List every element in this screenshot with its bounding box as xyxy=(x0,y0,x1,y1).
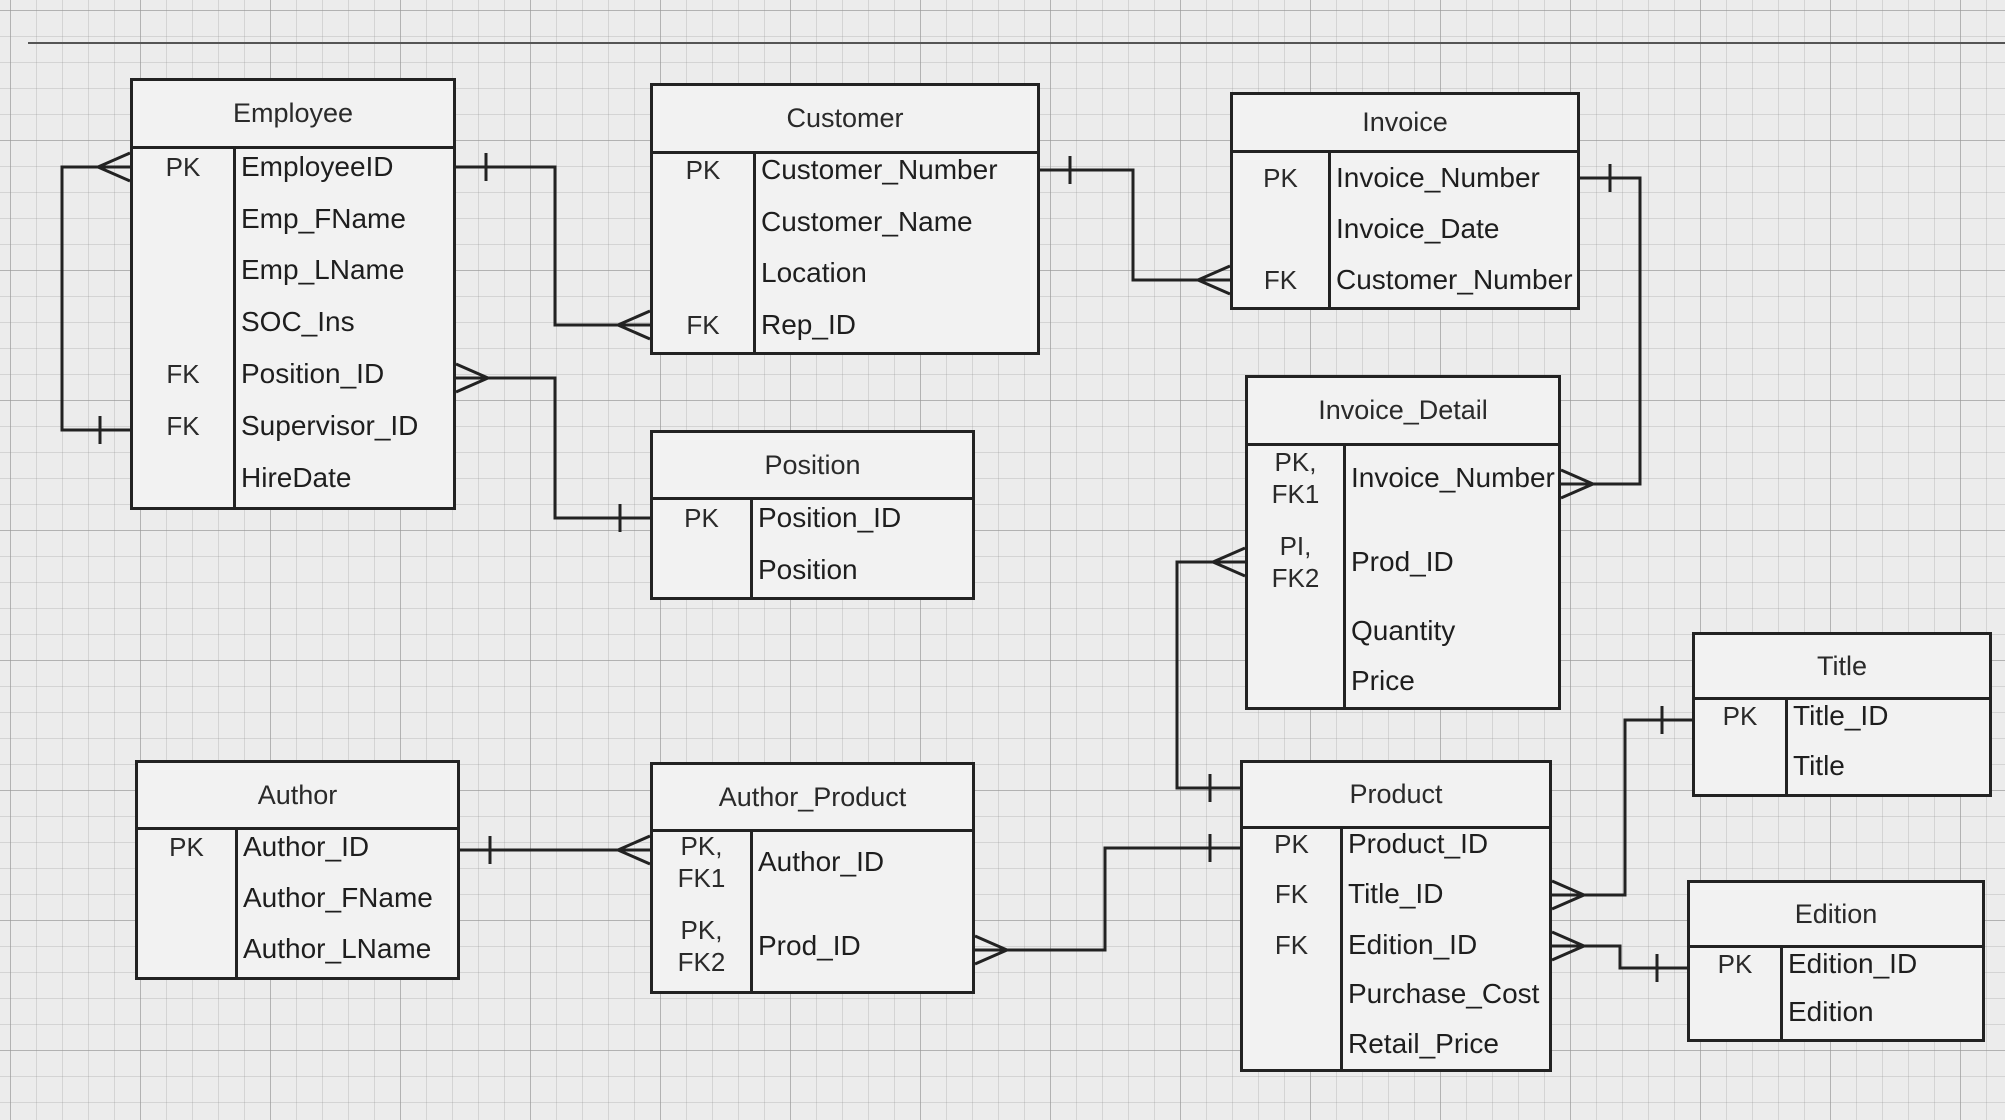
key-label: PK xyxy=(1263,163,1298,193)
key-label: PK, FK1 xyxy=(677,831,726,893)
key-column xyxy=(653,497,753,597)
line-position-employee xyxy=(456,376,650,520)
key-label: PI, FK2 xyxy=(1271,531,1320,593)
line-employee-self xyxy=(60,165,130,432)
line-product-authorproduct xyxy=(975,846,1240,952)
key-label: FK xyxy=(166,411,200,441)
key-column xyxy=(1695,697,1788,794)
entity-title: Edition xyxy=(1690,883,1982,948)
key-label: PK xyxy=(1722,701,1758,731)
key-column xyxy=(138,827,238,977)
entity-title: Invoice xyxy=(1233,95,1577,153)
entity-title: Position xyxy=(653,433,972,500)
entity-title: Title xyxy=(1695,635,1989,700)
attribute: Product_ID xyxy=(1348,828,1489,859)
attribute: Author_ID xyxy=(243,831,370,862)
attribute: Author_FName xyxy=(243,882,433,913)
key-label: PK xyxy=(684,503,719,533)
attribute: Title_ID xyxy=(1793,700,1889,731)
key-label: PK, FK2 xyxy=(677,915,726,977)
attribute: Prod_ID xyxy=(758,930,861,961)
attribute: Emp_LName xyxy=(241,254,405,285)
top-rule xyxy=(28,42,2005,44)
attribute: Invoice_Number xyxy=(1351,462,1555,493)
attribute: SOC_Ins xyxy=(241,306,355,337)
line-customer-invoice xyxy=(1040,168,1230,282)
attribute: Author_LName xyxy=(243,933,432,964)
key-column xyxy=(1243,826,1343,1069)
line-edition-product xyxy=(1552,944,1687,970)
attribute: Position_ID xyxy=(241,358,385,389)
key-label: FK xyxy=(1274,930,1309,960)
key-column xyxy=(1690,945,1783,1039)
attribute: Author_ID xyxy=(758,846,885,877)
attribute: Purchase_Cost xyxy=(1348,978,1540,1009)
line-product-invoicedetail xyxy=(1175,560,1245,790)
key-label: FK xyxy=(686,310,720,340)
attribute: Price xyxy=(1351,665,1415,696)
attribute: Position xyxy=(758,554,858,585)
key-label: PK xyxy=(685,155,721,185)
attribute: Customer_Number xyxy=(761,154,998,185)
attribute: Prod_ID xyxy=(1351,546,1454,577)
attribute: Quantity xyxy=(1351,615,1456,646)
attribute: Edition_ID xyxy=(1348,929,1478,960)
attribute: Title xyxy=(1793,750,1845,781)
attribute: Edition xyxy=(1788,996,1874,1027)
entity-title: Invoice_Detail xyxy=(1248,378,1558,446)
key-label: PK, FK1 xyxy=(1271,447,1320,509)
attribute: HireDate xyxy=(241,462,352,493)
attribute: Retail_Price xyxy=(1348,1028,1499,1059)
attribute: EmployeeID xyxy=(241,151,394,182)
attribute: Invoice_Number xyxy=(1336,162,1540,193)
line-title-product xyxy=(1552,718,1692,897)
entity-title: Author xyxy=(138,763,457,830)
attribute: Location xyxy=(761,257,867,288)
line-employee-customer xyxy=(456,165,650,327)
entity-title: Customer xyxy=(653,86,1037,154)
key-label: PK xyxy=(1717,949,1753,979)
key-column xyxy=(653,151,756,352)
entity-title: Author_Product xyxy=(653,765,972,832)
attribute: Emp_FName xyxy=(241,203,406,234)
key-label: PK xyxy=(165,152,201,182)
attribute: Title_ID xyxy=(1348,878,1444,909)
entity-title: Product xyxy=(1243,763,1549,829)
key-label: FK xyxy=(1263,265,1298,295)
entity-title: Employee xyxy=(133,81,453,149)
attribute: Rep_ID xyxy=(761,309,856,340)
key-label: FK xyxy=(1274,879,1309,909)
key-label: PK xyxy=(169,832,204,862)
key-label: PK xyxy=(1274,829,1309,859)
key-column xyxy=(133,146,236,507)
attribute: Position_ID xyxy=(758,502,902,533)
key-label: FK xyxy=(166,359,200,389)
attribute: Customer_Number xyxy=(1336,264,1573,295)
key-column xyxy=(653,829,753,991)
key-column xyxy=(1233,150,1331,307)
key-column xyxy=(1248,443,1346,707)
attribute: Invoice_Date xyxy=(1336,213,1500,244)
attribute: Edition_ID xyxy=(1788,948,1918,979)
attribute: Supervisor_ID xyxy=(241,410,419,441)
attribute: Customer_Name xyxy=(761,206,973,237)
